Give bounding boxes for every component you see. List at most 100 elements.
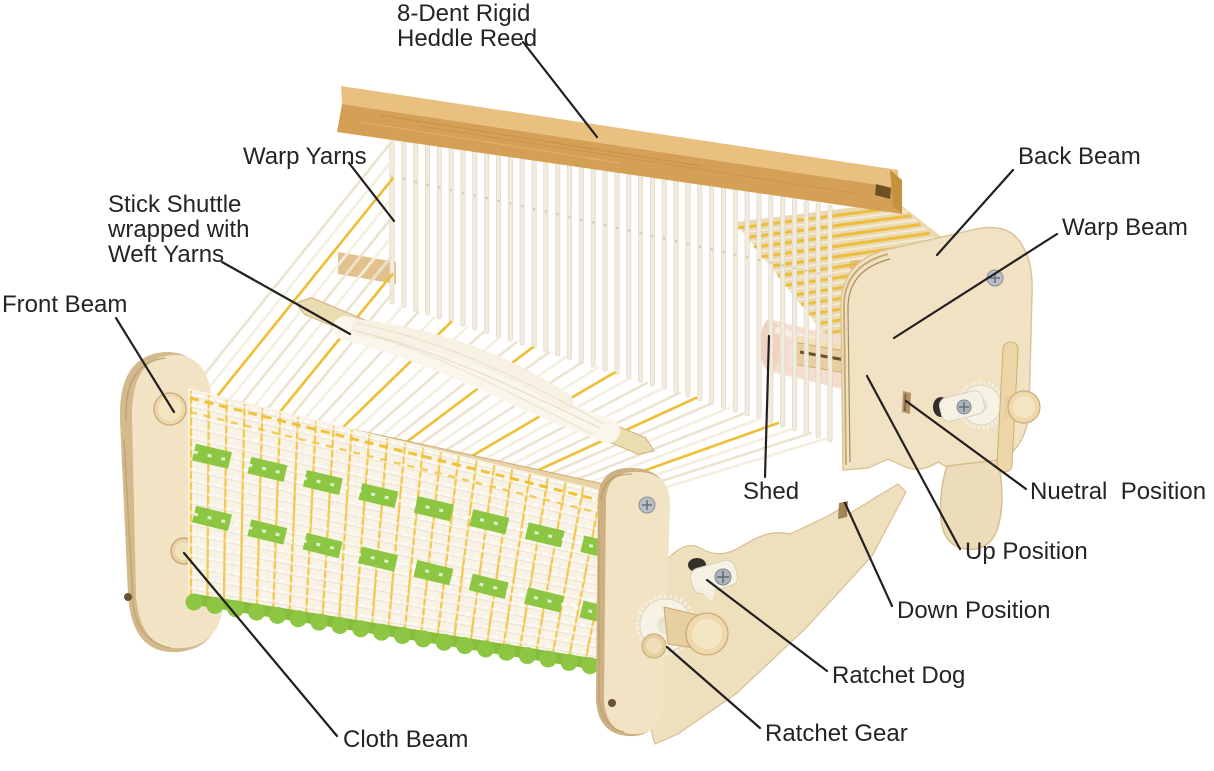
cloth-weft-row [189,403,637,512]
cloth-weft-row [189,395,639,505]
warp-yarn [279,272,395,413]
cloth-weft-row [189,424,633,529]
label-ratchet-gear: Ratchet Gear [765,720,908,747]
cloth-weft-row [189,489,621,581]
reed-slat [590,159,596,368]
leader-ratchet-gear [665,645,762,730]
cloth-warp-stripe [206,395,210,607]
warp-yarn [418,350,551,447]
cloth-weft-row [189,499,619,589]
reed-slat [815,202,821,439]
warp-beam-crank-handle [996,341,1041,473]
warp-yarn [203,158,395,394]
slat-eyelet [473,194,477,197]
cloth-weft-row [189,575,605,649]
slat-eyelet [816,272,820,275]
cloth-weft-row [189,567,607,641]
reed-slat [614,164,620,376]
warp-beam-ratchet-dog [933,390,986,422]
cloth-weft-row [189,553,609,632]
slat-eyelet [639,231,642,235]
slat-eyelet [828,274,832,278]
slat-eyelet [390,175,394,178]
reed-slat [649,171,655,387]
reed-slat [436,130,442,320]
reed-slat [578,157,584,364]
reed-slat [744,189,750,417]
reed-slat [803,200,809,435]
leader-lines [114,40,1059,738]
cloth-weft-row [189,492,621,582]
cloth-weft-row [189,545,611,624]
front-beam-dowel [153,392,187,426]
heddle-rail [337,86,902,214]
cloth-weft-row [189,478,623,572]
right-frame-foot [939,459,1003,551]
reed-slat [484,139,490,335]
label-ratchet-dog: Ratchet Dog [832,662,966,689]
leader-nuetral-position [904,399,1028,491]
reed-slat [401,123,407,308]
cloth-weft-row [189,502,619,590]
reed-slat [780,195,786,428]
cloth-weft-row [189,427,633,531]
cloth-weft-row [189,588,603,658]
warp-yarn [443,360,584,453]
cloth-weft-row [189,556,609,633]
reed-slat [721,184,726,409]
slat-eyelet [769,261,773,264]
stick-shuttle [295,297,655,455]
cloth-weft-row [189,542,611,623]
cloth-beam-crank-handle [641,606,729,659]
label-warp-beam: Warp Beam [1062,214,1188,241]
reed-slat [448,132,454,323]
slat-eyelet [757,258,761,262]
slat-eyelet [698,245,702,248]
reed-slat [519,146,525,346]
cloth-weft-row [189,438,631,539]
label-shed: Shed [743,478,800,505]
leader-up-position [865,374,962,551]
leader-warp-beam [892,232,1059,340]
leader-down-position [843,501,894,608]
back-warp-yarn [761,231,930,259]
slat-eyelet [497,199,500,203]
screw [986,269,1004,287]
screw [638,496,656,514]
warp-yarn [431,355,568,450]
slat-eyelet [402,177,406,181]
weft-yarn-bulge [351,319,574,411]
cloth-weft-row [189,467,625,564]
label-nuetral-position: Nuetral Position [1030,478,1207,505]
cloth-weft-row [189,578,605,650]
slat-eyelet [674,239,678,243]
reed-slat [756,191,762,420]
cloth-weft-row [189,585,603,657]
slat-eyelet [651,234,654,238]
leader-ratchet-dog [705,578,829,673]
slat-eyelet [509,202,512,205]
leader-shed [763,334,771,479]
slat-eyelet [438,186,441,189]
warp-yarn [570,411,747,483]
cloth-weft-row [189,564,607,640]
reed-slat [732,186,738,413]
slat-eyelet [520,204,524,208]
ratchet-dog [688,558,739,602]
label-down-position: Down Position [897,597,1051,624]
cloth-scalloped-edge [185,593,607,676]
reed-slat [673,175,679,394]
slat-eyelet [793,266,796,270]
reed-slat [661,173,667,391]
right-frame-near-disc [596,467,670,737]
cloth-green-bands [191,443,636,627]
leader-warp-yarns [347,161,396,223]
slat-eyelet [662,237,666,240]
reed-slat [792,198,797,432]
reed-slat [567,155,573,361]
reed-slat [626,166,632,379]
slat-eyelet [615,226,619,229]
label-front-beam: Front Beam [2,291,128,318]
